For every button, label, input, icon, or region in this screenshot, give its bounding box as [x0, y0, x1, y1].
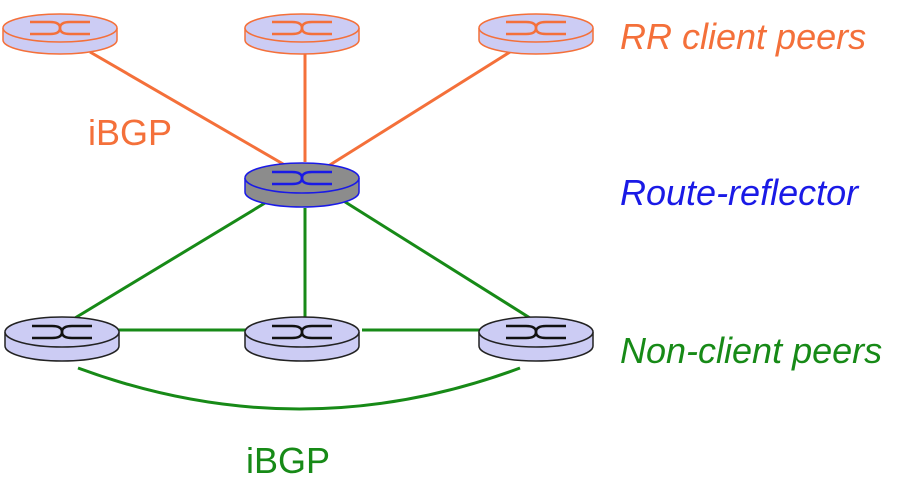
ibgp-link-rr-nonclient-3	[341, 198, 531, 320]
router-cross-icon	[272, 324, 332, 340]
label-non-client-peers: Non-client peers	[620, 330, 883, 371]
label-ibgp-clients: iBGP	[88, 112, 173, 153]
label-rr-client-peers: RR client peers	[620, 16, 867, 57]
client-router-1	[2, 13, 118, 55]
router-cross-icon	[30, 20, 90, 36]
router-cross-icon	[506, 20, 566, 36]
ibgp-link-client-3	[324, 50, 511, 170]
label-ibgp-nonclients: iBGP	[246, 440, 331, 481]
client-router-3	[478, 13, 594, 55]
router-cross-icon	[272, 170, 332, 186]
router-cross-icon	[506, 324, 566, 340]
router-cross-icon	[32, 324, 92, 340]
client-router-2	[244, 13, 360, 55]
ibgp-link-client-1	[89, 50, 291, 170]
route-reflector-router	[244, 162, 360, 208]
ibgp-link-nonclient-1-3-arc	[77, 366, 521, 411]
ibgp-link-rr-nonclient-1	[74, 198, 271, 320]
nonclient-router-1	[4, 316, 120, 362]
router-cross-icon	[272, 20, 332, 36]
nonclient-router-2	[244, 316, 360, 362]
nonclient-router-3	[478, 316, 594, 362]
label-route-reflector: Route-reflector	[620, 172, 859, 213]
